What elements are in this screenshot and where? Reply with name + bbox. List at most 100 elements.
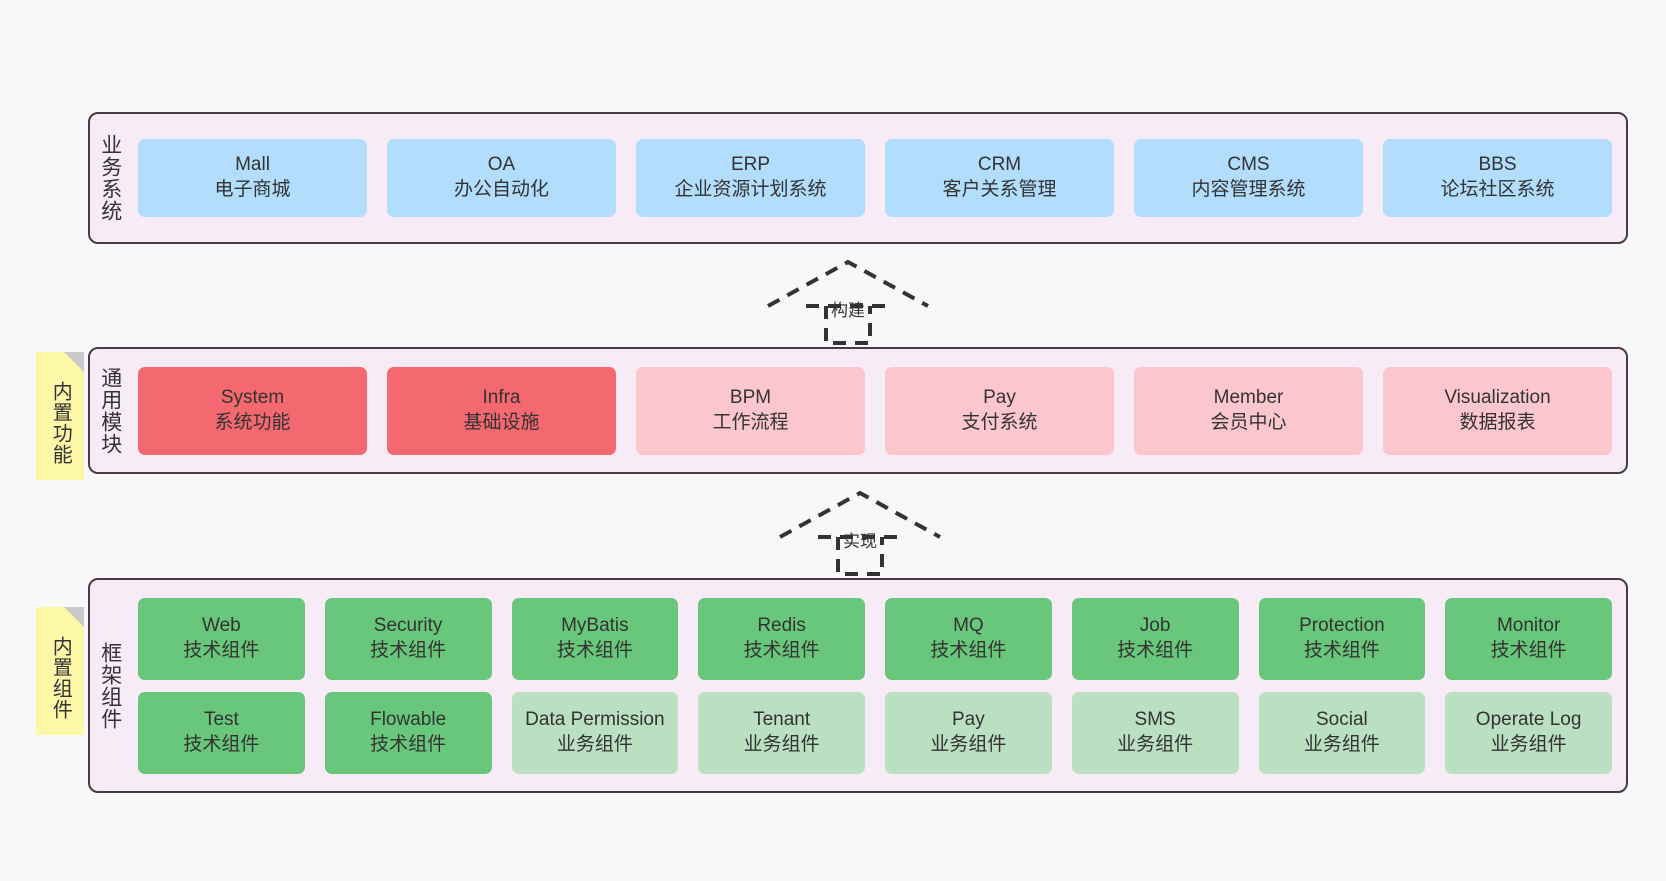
node-title: MQ	[953, 614, 984, 636]
node-oa[interactable]: OA 办公自动化	[387, 139, 616, 217]
node-bpm[interactable]: BPM 工作流程	[636, 366, 865, 455]
tier-label-framework-components: 框架组件	[98, 641, 122, 730]
node-title: System	[220, 386, 285, 408]
node-subtitle: 内容管理系统	[1191, 179, 1306, 200]
tier-common-modules: 通用模块 System 系统功能 Infra 基础设施 BPM 工作流程 Pay…	[88, 347, 1628, 474]
node-title: BPM	[729, 386, 772, 408]
connector-label-implement: 实现	[843, 532, 877, 551]
node-subtitle: 技术组件	[930, 639, 1007, 661]
node-subtitle: 基础设施	[463, 411, 540, 433]
node-flowable[interactable]: Flowable 技术组件	[324, 691, 492, 774]
node-subtitle: 技术组件	[183, 733, 260, 755]
node-title: OA	[487, 154, 516, 176]
connector-label-build: 构建	[831, 301, 865, 320]
tier-framework-components: 框架组件 Web 技术组件 Security 技术组件 MyBatis 技术组件…	[88, 578, 1628, 793]
node-operate-log[interactable]: Operate Log 业务组件	[1445, 691, 1612, 774]
node-mq[interactable]: MQ 技术组件	[885, 597, 1052, 680]
node-subtitle: 企业资源计划系统	[674, 179, 827, 200]
sticky-note-label: 内置组件	[49, 636, 72, 720]
node-system[interactable]: System 系统功能	[138, 366, 367, 455]
node-subtitle: 办公自动化	[453, 179, 549, 200]
node-visualization[interactable]: Visualization 数据报表	[1383, 366, 1612, 455]
tier-body-business-systems: Mall 电子商城 OA 办公自动化 ERP 企业资源计划系统 CRM 客户关系…	[130, 114, 1626, 242]
connector-shaft-dashed	[824, 306, 872, 345]
node-title: MyBatis	[561, 614, 629, 636]
node-title: CRM	[977, 154, 1022, 176]
sticky-note-label: 内置功能	[49, 381, 72, 465]
node-erp[interactable]: ERP 企业资源计划系统	[636, 139, 865, 217]
node-cms[interactable]: CMS 内容管理系统	[1134, 139, 1363, 217]
tier-business-systems: 业务系统 Mall 电子商城 OA 办公自动化 ERP 企业资源计划系统 CRM…	[88, 112, 1628, 244]
node-subtitle: 数据报表	[1459, 411, 1536, 433]
sticky-note-builtin-components: 内置组件	[36, 607, 84, 735]
node-title: Redis	[757, 614, 806, 636]
node-mybatis[interactable]: MyBatis 技术组件	[511, 597, 679, 680]
node-subtitle: 技术组件	[743, 639, 820, 661]
node-data-permission[interactable]: Data Permission 业务组件	[511, 691, 679, 774]
arrowhead-triangle-dashed	[767, 259, 929, 308]
node-subtitle: 支付系统	[961, 411, 1038, 433]
node-mall[interactable]: Mall 电子商城	[138, 139, 367, 217]
node-crm[interactable]: CRM 客户关系管理	[885, 139, 1114, 217]
sticky-note-builtin-features: 内置功能	[36, 352, 84, 480]
node-subtitle: 论坛社区系统	[1440, 179, 1555, 200]
node-subtitle: 技术组件	[556, 639, 633, 661]
node-title: Member	[1213, 386, 1284, 408]
node-subtitle: 技术组件	[1303, 639, 1380, 661]
node-subtitle: 电子商城	[214, 179, 291, 200]
node-title: Test	[203, 708, 239, 730]
node-pay-component[interactable]: Pay 业务组件	[885, 691, 1052, 774]
tier-body-common-modules: System 系统功能 Infra 基础设施 BPM 工作流程 Pay 支付系统…	[130, 349, 1626, 472]
node-bbs[interactable]: BBS 论坛社区系统	[1383, 139, 1612, 217]
node-web[interactable]: Web 技术组件	[138, 597, 305, 680]
node-sms[interactable]: SMS 业务组件	[1071, 691, 1239, 774]
node-title: BBS	[1478, 154, 1517, 176]
tier-body-framework-components: Web 技术组件 Security 技术组件 MyBatis 技术组件 Redi…	[130, 580, 1626, 791]
node-title: Tenant	[753, 708, 811, 730]
node-subtitle: 会员中心	[1210, 411, 1287, 433]
node-security[interactable]: Security 技术组件	[324, 597, 492, 680]
node-title: Web	[202, 614, 241, 636]
node-subtitle: 业务组件	[743, 733, 820, 755]
node-title: Data Permission	[525, 708, 665, 730]
node-tenant[interactable]: Tenant 业务组件	[698, 691, 865, 774]
node-row: Mall 电子商城 OA 办公自动化 ERP 企业资源计划系统 CRM 客户关系…	[138, 139, 1612, 217]
node-redis[interactable]: Redis 技术组件	[698, 597, 865, 680]
node-social[interactable]: Social 业务组件	[1258, 691, 1426, 774]
node-title: Operate Log	[1475, 708, 1582, 730]
node-title: Security	[373, 614, 443, 636]
connector-shaft-dashed	[836, 537, 884, 576]
node-subtitle: 技术组件	[370, 639, 447, 661]
node-title: Job	[1139, 614, 1171, 636]
node-subtitle: 技术组件	[183, 639, 260, 661]
node-title: ERP	[730, 154, 771, 176]
tier-label-business-systems: 业务系统	[98, 134, 122, 222]
node-subtitle: 业务组件	[1117, 733, 1194, 755]
connector-implement: 实现	[770, 484, 950, 576]
node-title: Protection	[1299, 614, 1385, 636]
node-monitor[interactable]: Monitor 技术组件	[1445, 597, 1612, 680]
node-title: Flowable	[370, 708, 447, 730]
node-subtitle: 技术组件	[1490, 639, 1567, 661]
connector-build: 构建	[758, 253, 938, 345]
node-job[interactable]: Job 技术组件	[1071, 597, 1239, 680]
node-protection[interactable]: Protection 技术组件	[1258, 597, 1426, 680]
node-test[interactable]: Test 技术组件	[138, 691, 305, 774]
node-title: Pay	[983, 386, 1016, 408]
node-title: Monitor	[1496, 614, 1561, 636]
tier-label-common-modules: 通用模块	[98, 366, 122, 455]
node-subtitle: 业务组件	[556, 733, 633, 755]
node-title: Visualization	[1444, 386, 1551, 408]
node-title: Mall	[235, 154, 270, 176]
node-subtitle: 客户关系管理	[942, 179, 1057, 200]
node-row: System 系统功能 Infra 基础设施 BPM 工作流程 Pay 支付系统…	[138, 366, 1612, 455]
node-title: Pay	[952, 708, 985, 730]
node-subtitle: 业务组件	[1303, 733, 1380, 755]
node-member[interactable]: Member 会员中心	[1134, 366, 1363, 455]
node-infra[interactable]: Infra 基础设施	[387, 366, 616, 455]
node-subtitle: 业务组件	[930, 733, 1007, 755]
node-pay-module[interactable]: Pay 支付系统	[885, 366, 1114, 455]
node-title: Social	[1316, 708, 1368, 730]
node-row: Test 技术组件 Flowable 技术组件 Data Permission …	[138, 691, 1612, 774]
node-subtitle: 工作流程	[712, 411, 789, 433]
